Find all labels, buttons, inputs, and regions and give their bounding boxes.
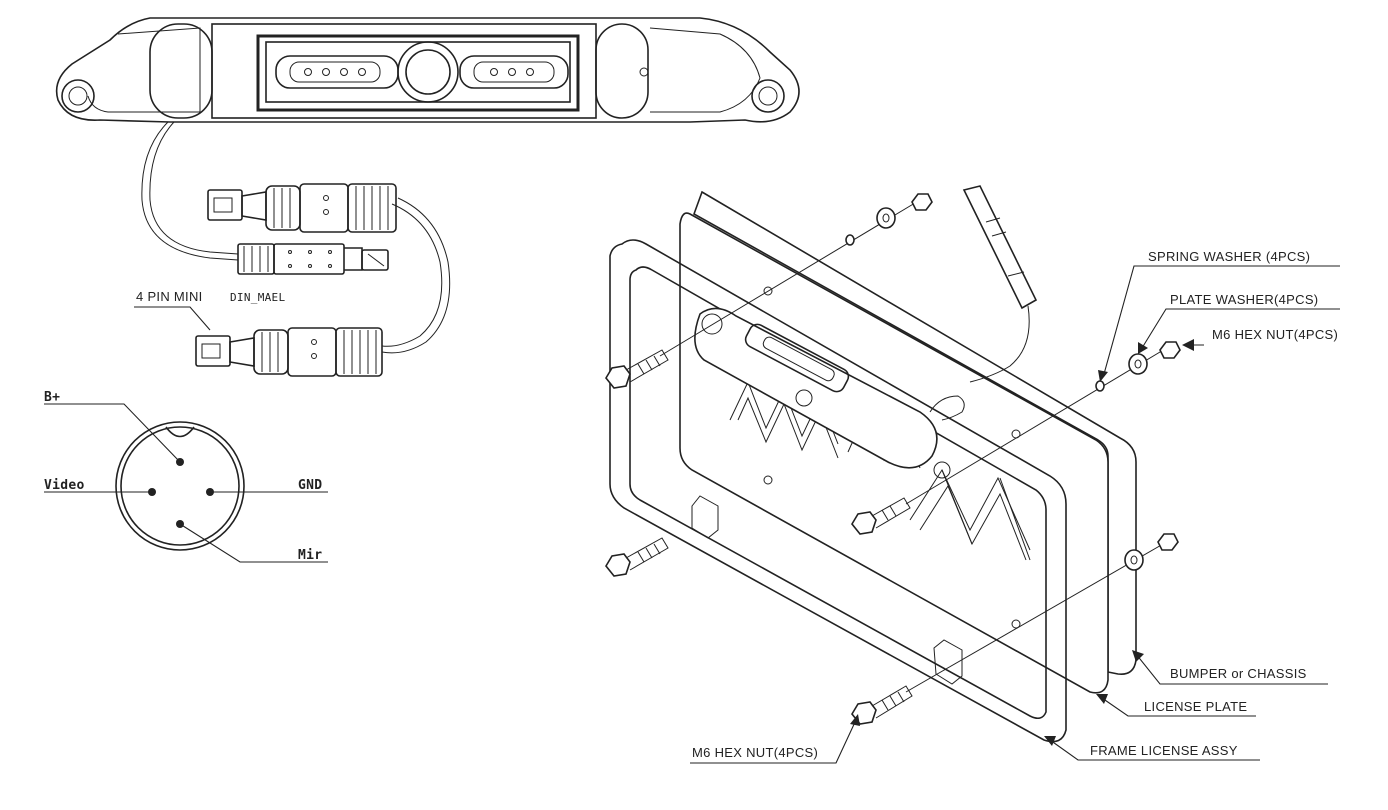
bumper-panel [693, 190, 1137, 676]
callout-hex-nut-right: M6 HEX NUT(4PCS) [1182, 327, 1338, 351]
connector-middle [237, 243, 389, 275]
bolt-mid-right [851, 497, 911, 535]
key-notch [165, 426, 195, 438]
connector-callout: 4 PIN MINI DIN_MAEL [134, 289, 285, 331]
connector-label: 4 PIN MINI [136, 289, 203, 304]
hardware-stack-lower [1124, 533, 1179, 571]
pin-gnd: GND [206, 478, 328, 496]
callout-plate-washer: PLATE WASHER(4PCS) [1138, 292, 1340, 354]
callout-hex-nut-bottom: M6 HEX NUT(4PCS) [690, 714, 860, 764]
frame-label: FRAME LICENSE ASSY [1090, 743, 1238, 758]
pin-video-label: Video [44, 478, 85, 493]
hex-nut-right-label: M6 HEX NUT(4PCS) [1212, 327, 1338, 342]
pin-bplus: B+ [44, 390, 184, 466]
bolt-lower-left [605, 537, 669, 577]
hardware-stack-right [1095, 341, 1181, 392]
pin-gnd-label: GND [298, 478, 322, 493]
license-frame [609, 239, 1067, 743]
bolt-upper-left [605, 349, 669, 389]
pin-bplus-label: B+ [44, 390, 60, 405]
camera-lens [397, 41, 459, 103]
hardware-stack-top [845, 193, 933, 246]
callout-license-plate: LICENSE PLATE [1096, 694, 1256, 717]
camera-bar [55, 17, 800, 123]
pin-mir: Mir [176, 520, 328, 563]
mounted-camera [694, 307, 965, 479]
connector-upper [207, 183, 397, 233]
plate-washer-label: PLATE WASHER(4PCS) [1170, 292, 1318, 307]
pin-mir-label: Mir [298, 548, 322, 563]
mount-ear-left [61, 79, 95, 113]
spring-washer-label: SPRING WASHER (4PCS) [1148, 249, 1310, 264]
pinout-diagram: B+ Video GND Mir [44, 390, 328, 563]
bolt-bottom [851, 685, 913, 725]
callout-frame: FRAME LICENSE ASSY [1044, 736, 1260, 761]
mount-ear-right [751, 79, 785, 113]
connector-suffix: DIN_MAEL [230, 291, 285, 304]
bumper-label: BUMPER or CHASSIS [1170, 666, 1307, 681]
license-plate-label: LICENSE PLATE [1144, 699, 1247, 714]
callout-bumper: BUMPER or CHASSIS [1132, 650, 1328, 685]
connector-lower [195, 327, 383, 377]
camera-pigtail [962, 185, 1038, 383]
callout-spring-washer: SPRING WASHER (4PCS) [1098, 249, 1340, 382]
pin-video: Video [44, 478, 156, 496]
camera-cable [141, 121, 451, 354]
hex-nut-bottom-label: M6 HEX NUT(4PCS) [692, 745, 818, 760]
